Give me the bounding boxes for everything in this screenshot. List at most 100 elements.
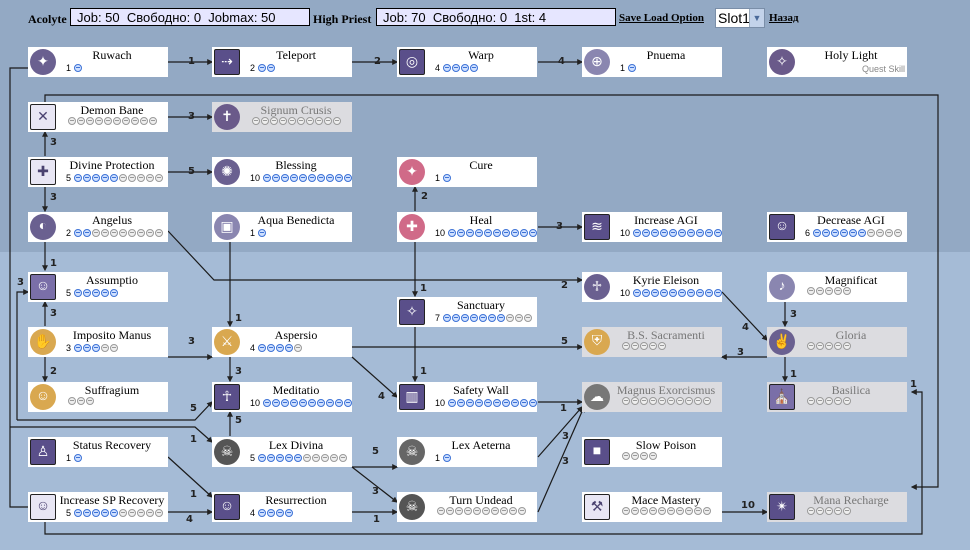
level-point-empty[interactable] (101, 344, 110, 352)
level-point-empty[interactable] (685, 507, 693, 515)
level-point-empty[interactable] (113, 117, 121, 125)
level-point-empty[interactable] (128, 509, 137, 517)
level-point-learned[interactable] (475, 229, 484, 237)
level-point-empty[interactable] (261, 117, 269, 125)
level-point-empty[interactable] (437, 507, 445, 515)
skill-signum-crusis[interactable]: ✝Signum Crusis (212, 102, 352, 132)
level-point-empty[interactable] (155, 509, 164, 517)
level-point-learned[interactable] (308, 399, 317, 407)
level-point-empty[interactable] (92, 229, 101, 237)
level-point-learned[interactable] (520, 399, 529, 407)
level-point-learned[interactable] (822, 229, 831, 237)
chevron-down-icon[interactable]: ▼ (749, 9, 764, 27)
level-point-empty[interactable] (694, 507, 702, 515)
level-point-learned[interactable] (687, 229, 696, 237)
level-point-learned[interactable] (294, 454, 303, 462)
level-point-learned[interactable] (461, 64, 470, 72)
level-point-empty[interactable] (128, 174, 137, 182)
level-point-learned[interactable] (452, 314, 461, 322)
back-link[interactable]: Назад (769, 12, 799, 24)
level-point-learned[interactable] (74, 229, 83, 237)
level-point-learned[interactable] (628, 64, 637, 72)
level-point-empty[interactable] (86, 397, 94, 405)
level-point-empty[interactable] (137, 174, 146, 182)
level-point-learned[interactable] (448, 399, 457, 407)
level-point-learned[interactable] (651, 289, 660, 297)
level-point-learned[interactable] (470, 314, 479, 322)
level-point-learned[interactable] (633, 289, 642, 297)
level-point-empty[interactable] (131, 117, 139, 125)
level-point-empty[interactable] (324, 117, 332, 125)
level-point-empty[interactable] (834, 507, 842, 515)
level-point-learned[interactable] (511, 399, 520, 407)
level-point-learned[interactable] (326, 174, 335, 182)
level-point-learned[interactable] (497, 314, 506, 322)
level-point-learned[interactable] (317, 174, 326, 182)
level-point-empty[interactable] (631, 507, 639, 515)
level-point-empty[interactable] (294, 344, 303, 352)
level-point-learned[interactable] (281, 174, 290, 182)
level-point-learned[interactable] (308, 174, 317, 182)
level-point-empty[interactable] (146, 174, 155, 182)
level-point-learned[interactable] (840, 229, 849, 237)
level-point-learned[interactable] (660, 229, 669, 237)
level-point-learned[interactable] (272, 174, 281, 182)
level-point-empty[interactable] (825, 287, 833, 295)
level-point-empty[interactable] (667, 397, 675, 405)
skill-slow-poison[interactable]: ■Slow Poison (582, 437, 722, 467)
level-point-learned[interactable] (678, 289, 687, 297)
level-point-learned[interactable] (74, 344, 83, 352)
level-point-empty[interactable] (146, 229, 155, 237)
level-point-empty[interactable] (86, 117, 94, 125)
level-point-empty[interactable] (312, 454, 321, 462)
level-point-empty[interactable] (506, 314, 515, 322)
level-point-learned[interactable] (74, 174, 83, 182)
level-point-learned[interactable] (457, 399, 466, 407)
level-point-learned[interactable] (263, 399, 272, 407)
level-point-learned[interactable] (669, 229, 678, 237)
level-point-empty[interactable] (843, 507, 851, 515)
level-point-empty[interactable] (676, 397, 684, 405)
level-point-learned[interactable] (344, 174, 353, 182)
level-point-learned[interactable] (317, 399, 326, 407)
level-point-learned[interactable] (448, 229, 457, 237)
skill-bs-sacramenti[interactable]: ⛨B.S. Sacramenti (582, 327, 722, 357)
level-point-empty[interactable] (110, 229, 119, 237)
level-point-empty[interactable] (68, 397, 76, 405)
level-point-empty[interactable] (339, 454, 348, 462)
level-point-learned[interactable] (858, 229, 867, 237)
level-point-learned[interactable] (642, 229, 651, 237)
level-point-learned[interactable] (696, 289, 705, 297)
level-point-learned[interactable] (258, 229, 267, 237)
level-point-empty[interactable] (68, 117, 76, 125)
level-point-empty[interactable] (303, 454, 312, 462)
level-point-learned[interactable] (74, 454, 83, 462)
level-point-empty[interactable] (867, 229, 876, 237)
level-point-learned[interactable] (714, 229, 723, 237)
level-point-empty[interactable] (446, 507, 454, 515)
level-point-learned[interactable] (687, 289, 696, 297)
level-point-empty[interactable] (825, 342, 833, 350)
level-point-empty[interactable] (658, 342, 666, 350)
level-point-learned[interactable] (443, 174, 452, 182)
level-point-learned[interactable] (299, 399, 308, 407)
level-point-empty[interactable] (685, 397, 693, 405)
level-point-learned[interactable] (502, 229, 511, 237)
level-point-empty[interactable] (631, 342, 639, 350)
level-point-empty[interactable] (649, 452, 657, 460)
level-point-learned[interactable] (633, 229, 642, 237)
level-point-learned[interactable] (83, 289, 92, 297)
level-point-empty[interactable] (703, 507, 711, 515)
skill-mana-recharge[interactable]: ✴Mana Recharge (767, 492, 907, 522)
skill-basilica[interactable]: ⛪Basilica (767, 382, 907, 412)
level-point-empty[interactable] (816, 287, 824, 295)
level-point-empty[interactable] (119, 174, 128, 182)
